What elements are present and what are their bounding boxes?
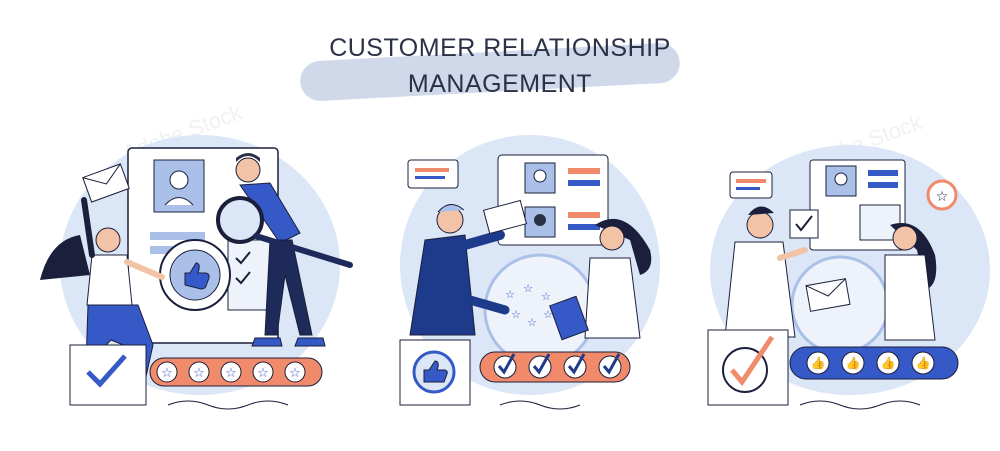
man-coat bbox=[724, 241, 796, 338]
envelope-icon bbox=[805, 278, 851, 312]
woman-blouse bbox=[884, 254, 936, 341]
woman-head bbox=[599, 225, 625, 251]
woman-coat bbox=[584, 257, 641, 339]
check-icon bbox=[235, 271, 251, 285]
svg-text:☆: ☆ bbox=[936, 189, 949, 205]
thumbs-up-icon bbox=[184, 262, 210, 290]
checklist-grid bbox=[227, 239, 274, 311]
notebook-icon bbox=[549, 295, 589, 341]
thumbs-up-icons: 👍 👍 👍 👍 bbox=[811, 356, 931, 370]
checkbox-icon bbox=[789, 209, 819, 239]
svg-text:☆: ☆ bbox=[523, 282, 533, 295]
man-shirt bbox=[239, 182, 301, 244]
man-head bbox=[746, 211, 774, 239]
avatar-icon bbox=[533, 169, 547, 183]
scene-customer-profile-review: ☆ ☆ ☆ ☆ ☆ bbox=[40, 135, 353, 410]
svg-text:☆: ☆ bbox=[505, 288, 515, 301]
svg-text:☆: ☆ bbox=[543, 308, 553, 321]
avatar-icon bbox=[534, 214, 546, 226]
avatar-icon bbox=[169, 170, 189, 190]
svg-text:☆: ☆ bbox=[511, 308, 521, 321]
svg-text:☆: ☆ bbox=[527, 316, 537, 329]
man-head bbox=[235, 157, 261, 183]
woman-hair bbox=[595, 218, 652, 275]
chat-bubble-icon bbox=[729, 171, 773, 199]
chat-bubble-icon bbox=[407, 159, 459, 189]
svg-text:👍: 👍 bbox=[811, 356, 826, 370]
thumbs-up-icon bbox=[423, 360, 448, 383]
svg-text:☆: ☆ bbox=[541, 290, 551, 303]
svg-text:☆: ☆ bbox=[161, 366, 173, 381]
check-icons bbox=[497, 353, 621, 375]
checkmark-bar bbox=[479, 351, 631, 383]
page-title-line-1: CUSTOMER RELATIONSHIP bbox=[329, 34, 671, 62]
avatar-icon bbox=[834, 172, 848, 186]
star-rating bbox=[156, 361, 306, 383]
woman-head bbox=[892, 225, 918, 251]
scene-feedback-collection: ☆ 👍 👍 👍 👍 bbox=[707, 145, 990, 410]
scene-customer-handshake: ☆☆☆☆☆☆ bbox=[399, 135, 660, 410]
magnifier-icon bbox=[216, 196, 264, 244]
decor-squiggle bbox=[499, 400, 581, 410]
svg-text:👍: 👍 bbox=[916, 356, 931, 370]
envelope-icon bbox=[482, 199, 528, 235]
thumbs-up-circles bbox=[806, 351, 935, 375]
man-shoe bbox=[251, 337, 283, 347]
checkbox-box bbox=[69, 344, 147, 406]
man-trousers bbox=[264, 239, 313, 336]
check-icon bbox=[730, 335, 775, 387]
svg-text:☆: ☆ bbox=[289, 366, 301, 381]
svg-text:☆: ☆ bbox=[193, 366, 205, 381]
envelope-icon bbox=[82, 163, 130, 203]
svg-text:☆: ☆ bbox=[225, 366, 237, 381]
page-title-line-2: MANAGEMENT bbox=[407, 70, 593, 98]
rating-stars-cluster: ☆☆☆☆☆☆ bbox=[505, 282, 553, 329]
star-badge-icon bbox=[926, 179, 958, 211]
man-shoe bbox=[294, 337, 326, 347]
svg-text:☆: ☆ bbox=[257, 366, 269, 381]
check-icon bbox=[235, 251, 251, 265]
decor-squiggle bbox=[167, 400, 289, 410]
check-icon bbox=[86, 354, 127, 388]
woman-hair bbox=[40, 235, 90, 280]
svg-text:👍: 👍 bbox=[846, 356, 861, 370]
woman-head bbox=[95, 227, 121, 253]
svg-text:👍: 👍 bbox=[881, 356, 896, 370]
star-icons: ☆ ☆ ☆ ☆ ☆ bbox=[161, 366, 301, 381]
man-jacket bbox=[409, 234, 476, 336]
text-line bbox=[150, 232, 205, 240]
decor-squiggle bbox=[799, 400, 921, 410]
